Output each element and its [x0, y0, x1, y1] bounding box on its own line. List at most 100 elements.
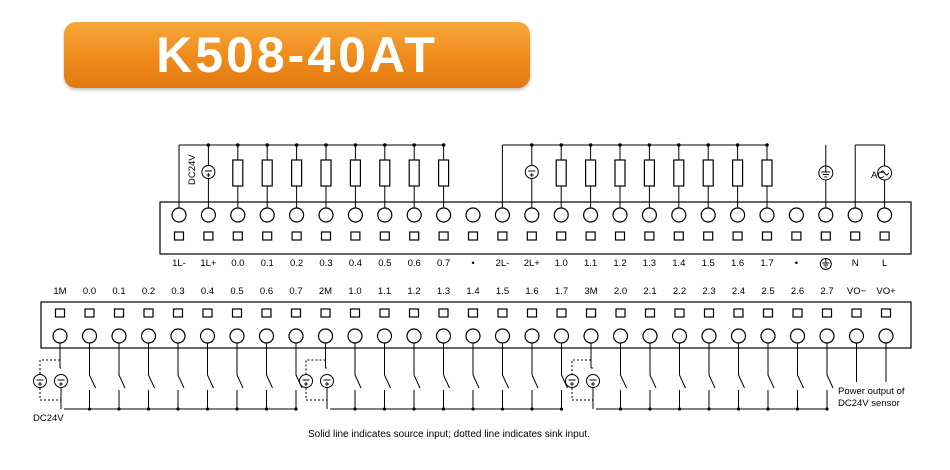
wiring — [33, 143, 893, 411]
terminal-window — [556, 231, 567, 241]
screw-terminal — [671, 328, 688, 344]
screw-terminal — [289, 207, 305, 223]
load-resistor — [379, 159, 391, 187]
terminal-window — [644, 231, 655, 241]
sink-wiring — [305, 359, 326, 374]
junction-dot — [530, 407, 534, 411]
input-switch — [413, 374, 421, 389]
screw-terminal — [140, 328, 157, 344]
load-resistor — [232, 159, 244, 187]
junction-dot — [206, 143, 211, 147]
screw-terminal — [759, 207, 775, 223]
top-terminal-label: 1.4 — [672, 258, 685, 269]
terminal-window — [762, 308, 774, 318]
screw-terminal — [848, 328, 865, 344]
top-terminal-label: 0.3 — [319, 258, 332, 269]
junction-dot — [677, 143, 681, 147]
terminal-window — [54, 308, 66, 318]
bottom-terminal-label: 2.0 — [614, 286, 627, 297]
terminal-window — [408, 308, 420, 318]
top-terminal-label: 1.2 — [613, 258, 626, 269]
terminal-window — [467, 308, 479, 318]
input-switch — [472, 374, 480, 389]
top-terminal-label: 0.0 — [231, 258, 244, 269]
screw-terminal — [436, 207, 452, 223]
load-resistor — [438, 159, 450, 187]
junction-dot — [795, 407, 800, 411]
bottom-terminal-label: 2.7 — [820, 286, 833, 297]
screw-terminal — [553, 207, 569, 223]
terminal-window — [173, 231, 185, 241]
top-terminal-label: 1L+ — [200, 258, 217, 269]
screw-terminal — [376, 328, 393, 344]
bottom-terminal-label: 0.0 — [83, 286, 96, 297]
bottom-terminal-label: 2.3 — [702, 286, 715, 297]
load-resistor — [702, 159, 714, 187]
screw-terminal — [465, 207, 481, 223]
load-resistor — [261, 159, 273, 187]
input-switch — [620, 374, 627, 389]
junction-dot — [294, 407, 298, 411]
junction-dot — [205, 407, 210, 411]
top-terminal-label: L — [882, 258, 887, 269]
terminal-window — [614, 231, 626, 241]
terminal-window — [791, 231, 802, 241]
junction-dot — [176, 407, 180, 411]
terminal-window — [349, 308, 361, 318]
input-switch — [502, 374, 509, 389]
terminal-window — [350, 231, 361, 241]
dc24v-top-battery-icon — [201, 165, 216, 179]
load-resistor — [761, 159, 773, 187]
screw-terminal — [318, 207, 334, 223]
top-terminal-label: 0.4 — [349, 258, 362, 269]
screw-terminal — [406, 328, 422, 344]
bottom-terminal-label: 2M — [319, 286, 332, 297]
bottom-terminal-label: VO+ — [876, 286, 896, 297]
junction-dot — [736, 407, 741, 411]
dc24v-input-battery-icon-2 — [299, 374, 313, 388]
terminal-window — [850, 231, 861, 241]
junction-dot — [383, 143, 387, 147]
bottom-terminal-label: 0.4 — [201, 286, 214, 297]
terminal-window — [585, 231, 596, 241]
junction-dot — [412, 407, 416, 411]
screw-terminal — [524, 328, 540, 344]
junction-dot — [500, 407, 505, 411]
junction-dot — [117, 407, 121, 411]
load-resistor — [291, 159, 303, 187]
junction-dot — [588, 143, 593, 147]
junction-dot — [559, 407, 564, 411]
junction-dot — [706, 143, 710, 147]
terminal-window — [232, 231, 243, 241]
top-terminal-label: 1.7 — [760, 258, 773, 269]
input-switch — [266, 374, 273, 389]
terminal-window — [821, 308, 833, 318]
screw-terminal — [818, 207, 834, 223]
terminal-window — [379, 231, 390, 241]
input-switch — [826, 374, 834, 389]
screw-terminal — [229, 328, 245, 344]
screw-terminal — [700, 207, 716, 223]
screw-terminal — [553, 328, 570, 344]
terminal-window — [203, 231, 214, 241]
load-resistor — [584, 159, 597, 187]
load-resistor — [555, 159, 567, 187]
bottom-terminal-label: VO− — [847, 286, 867, 297]
dc24v-input-battery-icon-3 — [565, 374, 579, 388]
input-switch — [148, 374, 155, 389]
load-resistor — [349, 159, 361, 187]
terminal-window — [143, 308, 154, 318]
junction-dot — [648, 407, 652, 411]
footnote: Solid line indicates source input; dotte… — [308, 429, 590, 440]
input-switch — [767, 374, 775, 389]
bottom-terminal-label: 0.6 — [260, 286, 273, 297]
earth-ground-icon — [818, 165, 834, 181]
dc24v-bottom-label: DC24V — [33, 413, 64, 424]
screw-terminal — [288, 328, 304, 344]
screw-terminal — [760, 328, 776, 344]
terminal-window — [438, 231, 449, 241]
junction-dot — [294, 143, 299, 147]
terminal-window — [732, 231, 743, 241]
terminal-window — [497, 231, 508, 241]
